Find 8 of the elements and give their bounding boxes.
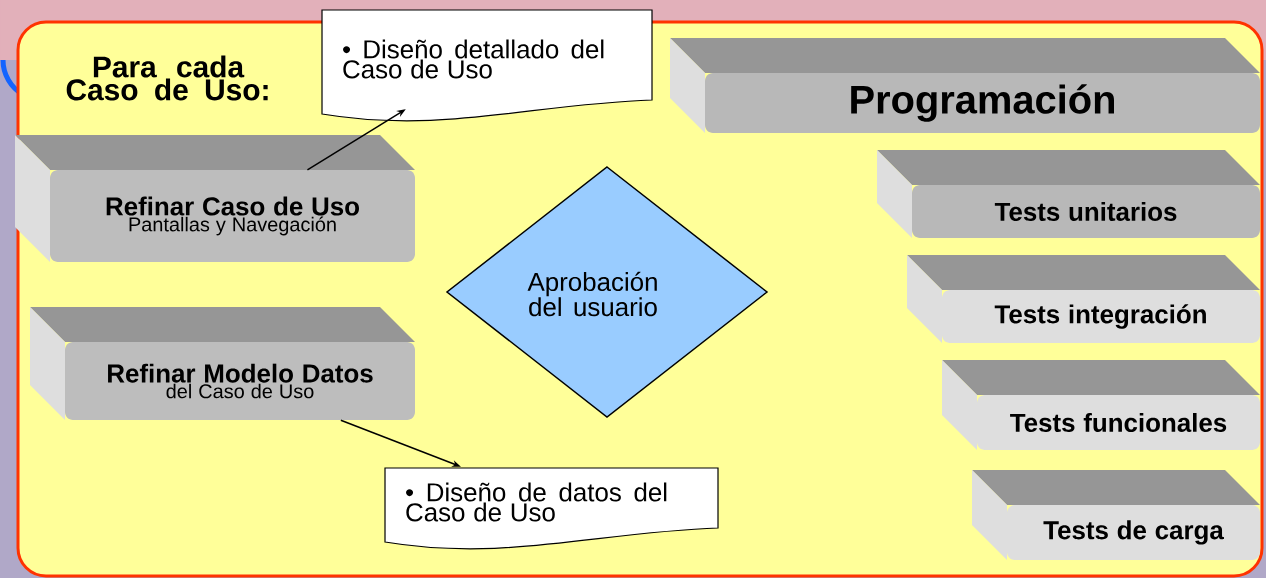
process-box: Refinar Modelo Datos del Caso de Uso (30, 307, 415, 420)
process-box: Programación (670, 38, 1260, 133)
heading: Para cada Caso de Uso: (66, 55, 268, 101)
process-box: Refinar Caso de Uso Pantallas y Navegación (15, 135, 415, 262)
process-box: Tests funcionales (942, 360, 1260, 450)
process-box: Tests integración (907, 255, 1260, 343)
process-box: Tests unitarios (877, 150, 1260, 238)
process-box: Tests de carga (972, 470, 1260, 560)
